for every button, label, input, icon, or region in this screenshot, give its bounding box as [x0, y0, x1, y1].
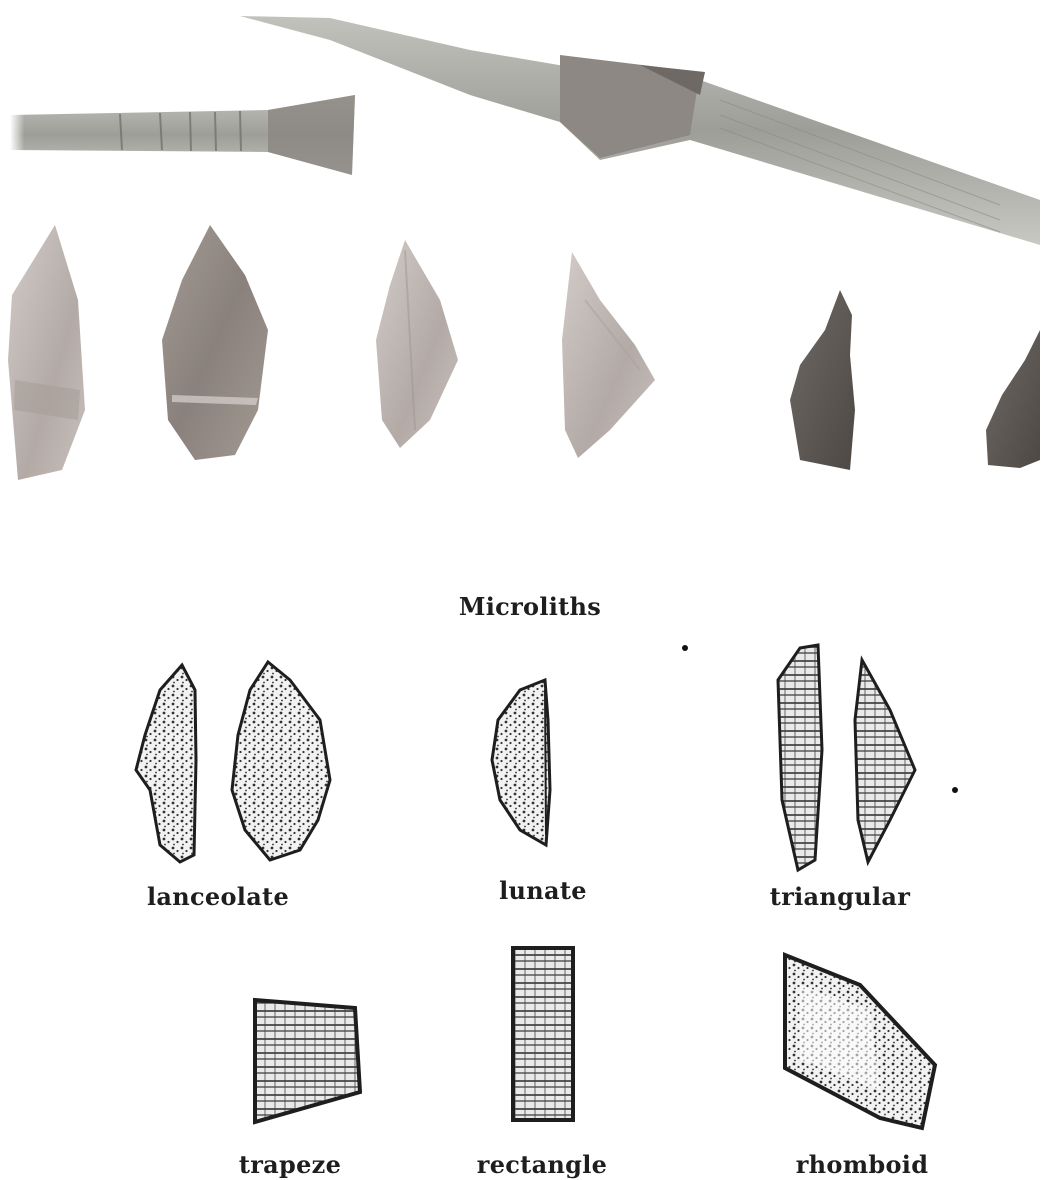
hafted-arrow-right: [240, 16, 1040, 245]
ink-speck: [952, 787, 958, 793]
flint-microlith-2: [162, 225, 268, 460]
flint-microlith-5: [790, 290, 855, 470]
lunate-drawing: [492, 680, 550, 845]
label-rectangle: rectangle: [477, 1150, 607, 1179]
hafted-arrow-left: [10, 95, 355, 175]
label-lanceolate: lanceolate: [147, 882, 289, 911]
flint-microlith-4: [562, 252, 655, 458]
ink-speck: [682, 645, 688, 651]
label-triangular: triangular: [770, 882, 910, 911]
figure-caption: Microliths: [459, 592, 601, 621]
label-lunate: lunate: [499, 876, 587, 905]
label-trapeze: trapeze: [239, 1150, 341, 1179]
triangular-drawing: [778, 645, 915, 870]
rhomboid-drawing: [785, 955, 935, 1128]
flint-microlith-6: [986, 330, 1040, 468]
trapeze-drawing: [255, 1000, 360, 1122]
rectangle-drawing: [513, 948, 573, 1120]
flint-microlith-1: [8, 225, 85, 480]
label-rhomboid: rhomboid: [796, 1150, 929, 1179]
lanceolate-drawing: [136, 662, 330, 862]
flint-microlith-3: [376, 240, 458, 448]
